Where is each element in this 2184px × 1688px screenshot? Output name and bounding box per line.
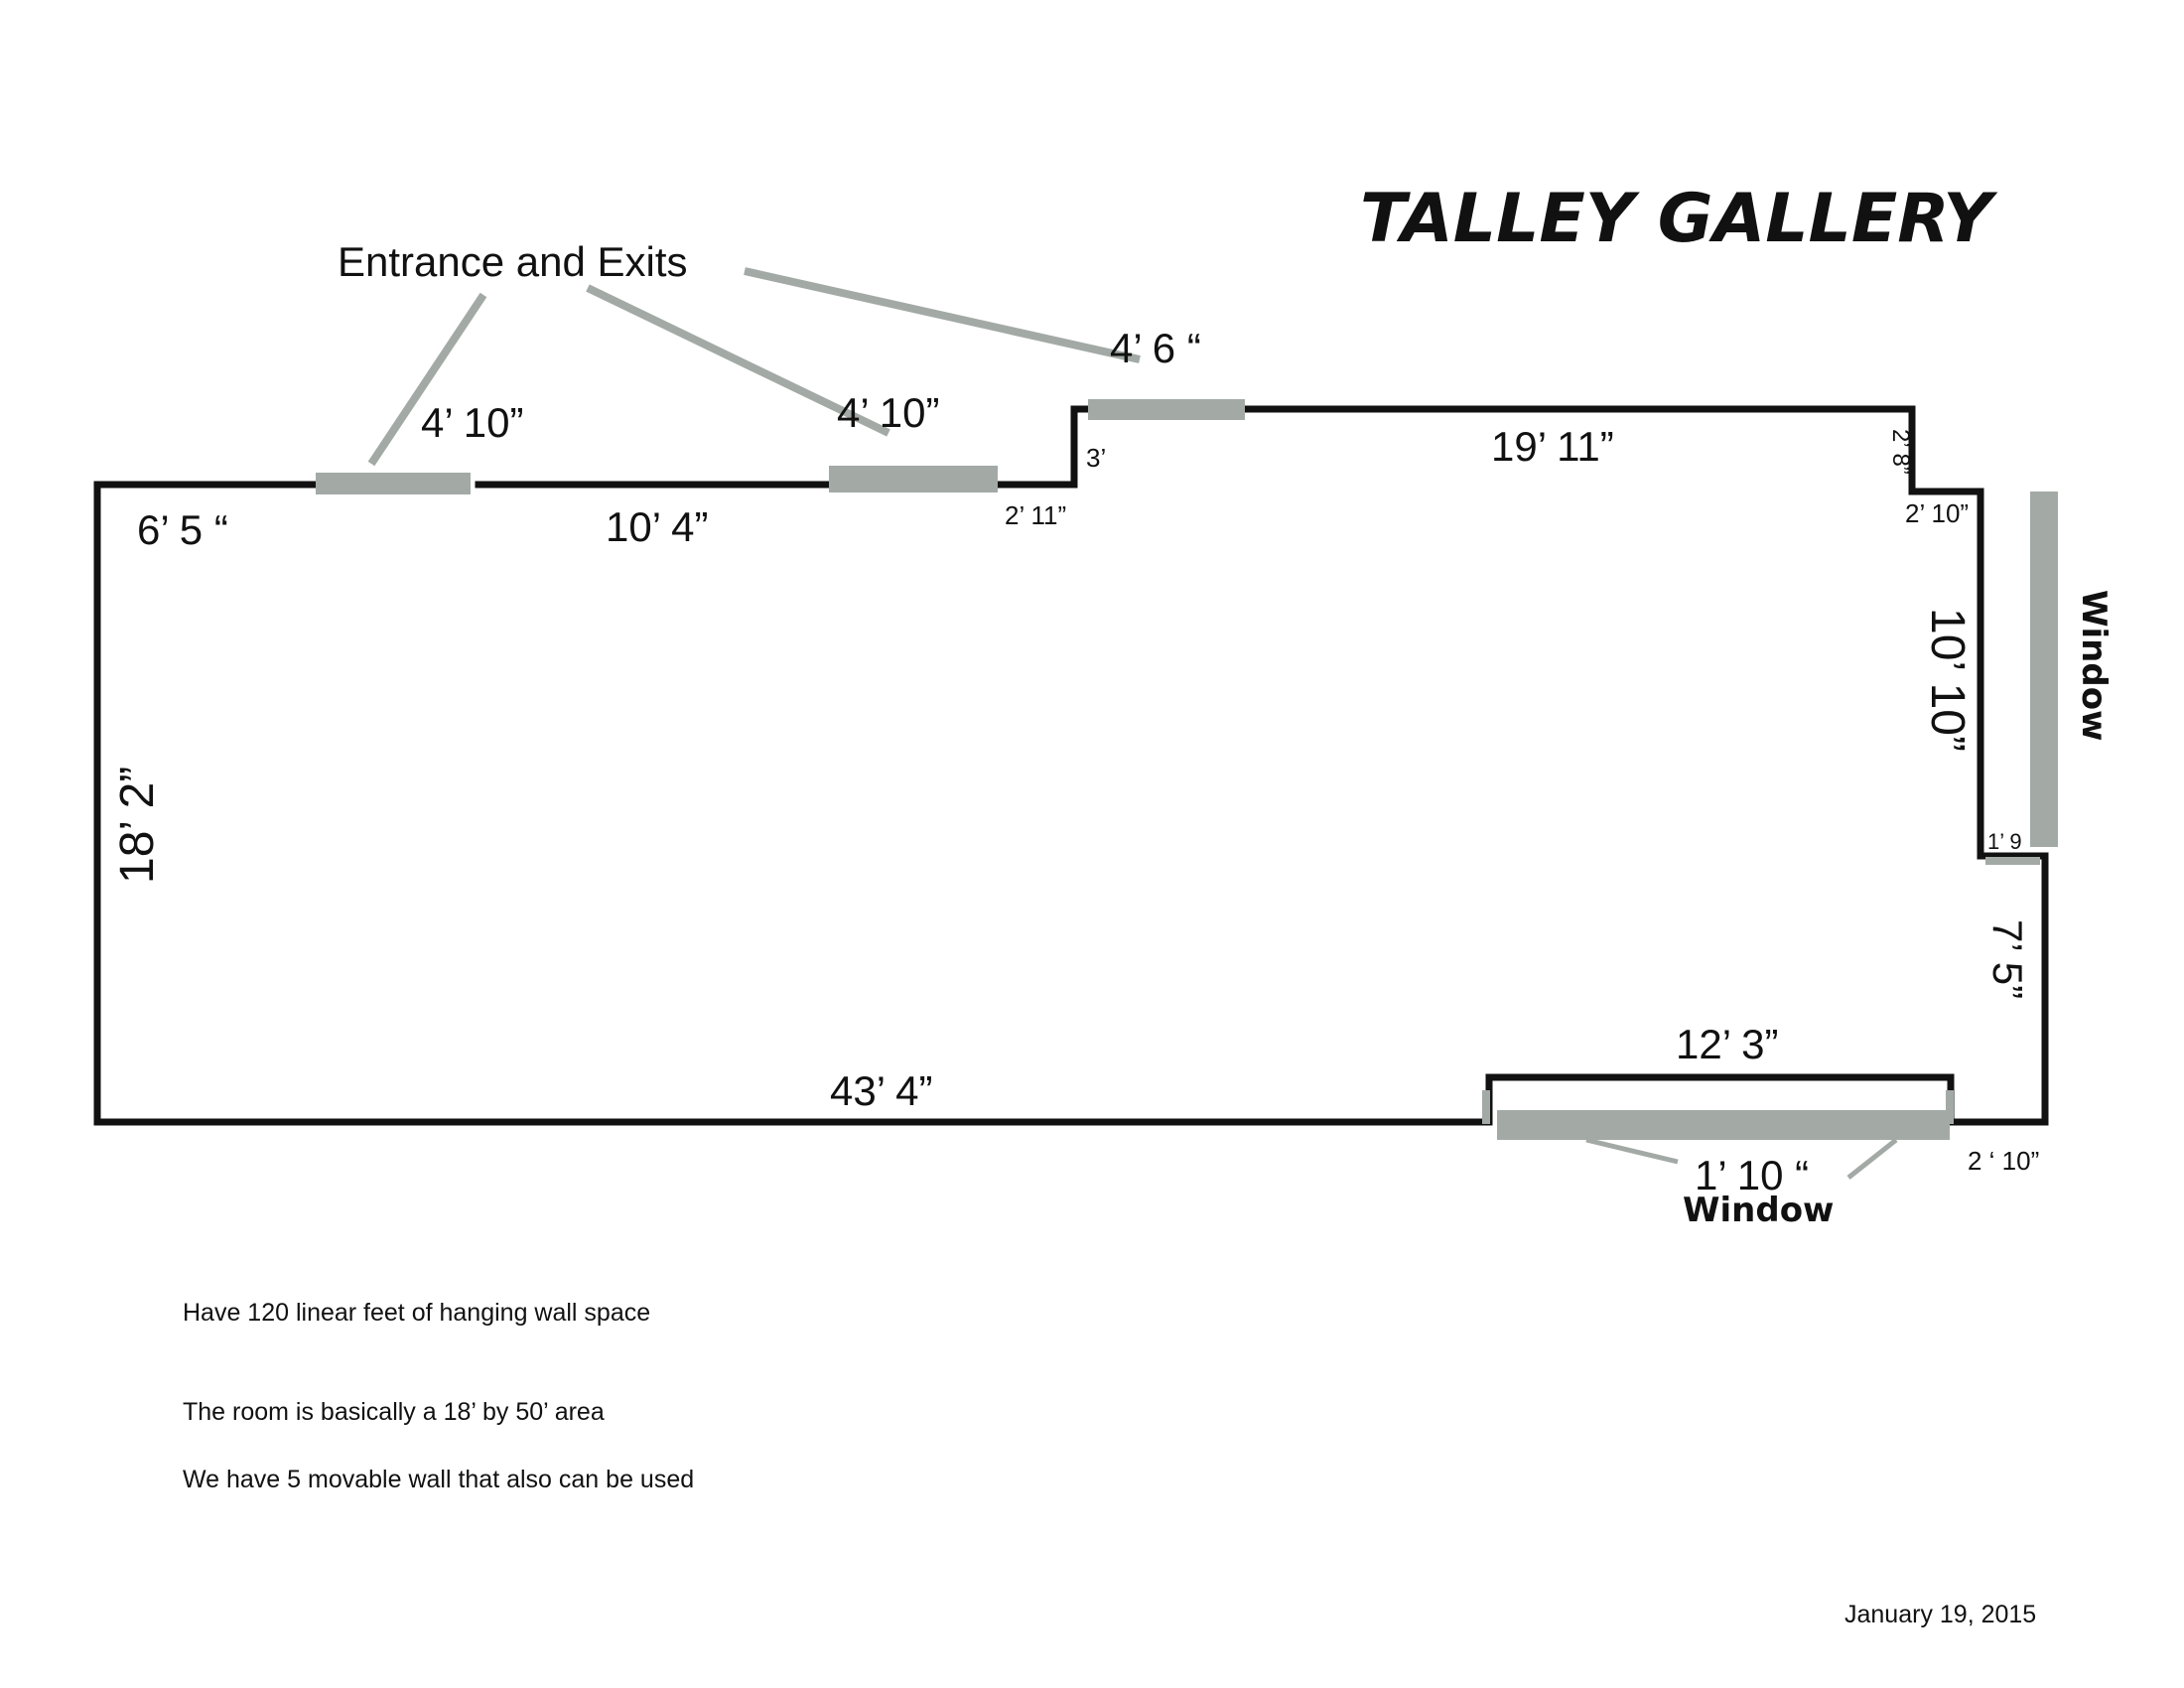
outer-wall xyxy=(93,405,2049,1126)
leader-line xyxy=(367,292,487,467)
window-label-right: Window xyxy=(2074,590,2114,741)
outer-wall xyxy=(989,405,1096,489)
dimension-label: 4’ 6 “ xyxy=(1110,325,1201,371)
window-label-bottom: Window xyxy=(1683,1191,1834,1230)
room-outline xyxy=(93,405,2049,1126)
window-bottom-edge-right xyxy=(1946,1090,1954,1124)
dimension-label: 2 ‘ 10” xyxy=(1968,1146,2039,1176)
dimension-label: 6’ 5 “ xyxy=(137,506,228,553)
note-text: Have 120 linear feet of hanging wall spa… xyxy=(183,1299,650,1327)
window-bottom-edge-left xyxy=(1482,1090,1490,1124)
note-text: The room is basically a 18’ by 50’ area xyxy=(183,1398,605,1426)
leader-line xyxy=(586,284,890,437)
dimension-label: 2’ 8” xyxy=(1887,429,1914,475)
dimension-label: 3’ xyxy=(1086,443,1106,473)
window-leaders xyxy=(1585,1137,1898,1180)
entrance-callout: Entrance and Exits xyxy=(338,238,688,285)
note-text: We have 5 movable wall that also can be … xyxy=(183,1466,694,1493)
leader-line xyxy=(1846,1138,1898,1180)
dimension-label: 10’ 10” xyxy=(1921,608,1974,752)
dimension-label: 4’ 10” xyxy=(837,389,940,436)
dimension-label: 10’ 4” xyxy=(606,503,709,550)
dimension-label: 7’ 5” xyxy=(1984,919,2031,999)
dimension-label: 19’ 11” xyxy=(1491,423,1614,470)
entrance-door-1 xyxy=(316,473,471,494)
page-title: TALLEY GALLERY xyxy=(1360,180,1998,258)
dimension-label: 18’ 2” xyxy=(111,767,164,884)
dimension-label: 43’ 4” xyxy=(830,1067,933,1114)
dimension-label: 12’ 3” xyxy=(1676,1021,1779,1067)
window-right xyxy=(2030,492,2058,847)
leader-line xyxy=(1585,1137,1679,1165)
leader-line xyxy=(744,267,1141,363)
entrance-leaders xyxy=(367,267,1141,467)
dimension-label: 4’ 10” xyxy=(421,399,524,446)
window-right-sill xyxy=(1985,857,2040,865)
entrance-door-2 xyxy=(829,466,998,492)
dimension-label: 2’ 11” xyxy=(1005,500,1066,530)
dimension-label: 1’ 10 “ xyxy=(1695,1152,1809,1198)
dimension-label: 2’ 10” xyxy=(1905,498,1969,528)
entrance-door-3 xyxy=(1088,399,1245,420)
window-bottom xyxy=(1497,1110,1950,1140)
dimension-label: 1’ 9 xyxy=(1987,829,2022,854)
date-stamp: January 19, 2015 xyxy=(1844,1601,2036,1628)
